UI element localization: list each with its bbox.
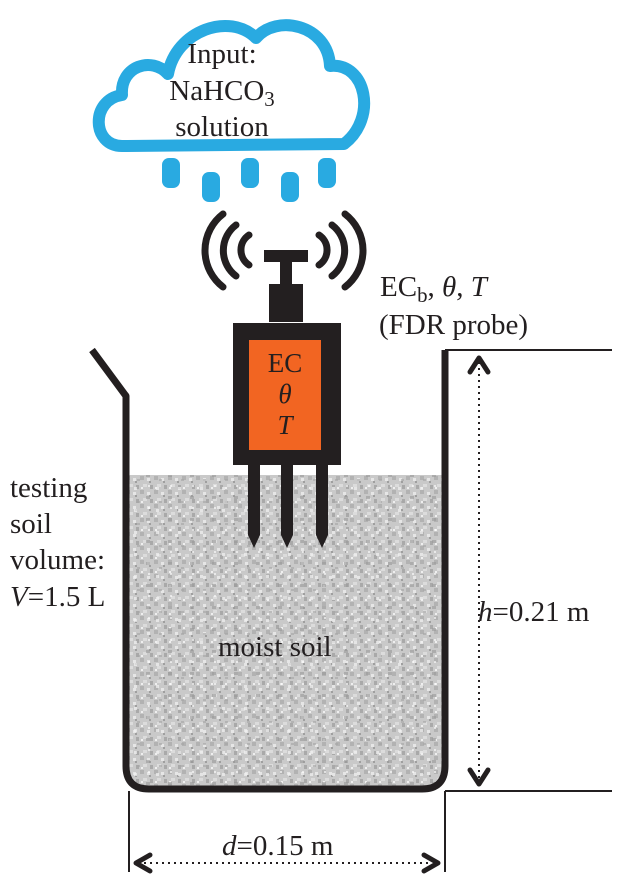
- volume-label-line3: volume:: [10, 544, 106, 576]
- chemical-formula-base: NaHCO: [169, 75, 265, 107]
- cloud-label-line1: Input:: [187, 38, 257, 70]
- separator: ,: [456, 271, 471, 303]
- volume-symbol: V: [10, 581, 28, 613]
- volume-value: V=1.5 L: [10, 583, 105, 612]
- diameter-label: d=0.15 m: [222, 832, 333, 861]
- height-number: =0.21 m: [492, 596, 590, 628]
- ec-subscript: b: [417, 282, 428, 307]
- cloud-label-line3: solution: [175, 111, 269, 143]
- probe-body-theta: θ: [278, 379, 292, 409]
- rain-drop: [281, 172, 299, 202]
- diameter-symbol: d: [222, 830, 237, 862]
- measurement-label: ECb, θ, T: [380, 273, 487, 306]
- soil-label: moist soil: [218, 631, 332, 663]
- height-dimension: [445, 349, 612, 792]
- probe-display: [249, 340, 321, 450]
- rain-drop: [241, 158, 259, 188]
- probe-body-ec: EC: [267, 348, 303, 378]
- soil-container: [89, 347, 449, 793]
- diameter-number: =0.15 m: [236, 830, 334, 862]
- diameter-dimension: [128, 791, 446, 874]
- soil-fill: [128, 475, 442, 787]
- rain-drops: [162, 158, 336, 202]
- height-symbol: h: [478, 596, 493, 628]
- rain-drop: [162, 158, 180, 188]
- volume-label-line2: soil: [10, 508, 52, 540]
- t-symbol: T: [470, 271, 487, 303]
- probe-body-t: T: [277, 410, 293, 440]
- height-label: h=0.21 m: [478, 598, 589, 627]
- rain-drop: [318, 158, 336, 188]
- wireless-signal-icon: [201, 210, 367, 291]
- cloud-icon: [92, 19, 371, 152]
- cloud-label-line2: NaHCO3: [112, 77, 332, 110]
- rain-drop: [202, 172, 220, 202]
- probe-device-label: (FDR probe): [379, 309, 529, 341]
- separator: ,: [427, 271, 442, 303]
- volume-number: =1.5 L: [27, 581, 106, 613]
- theta-symbol: θ: [442, 271, 457, 303]
- chemical-formula-subscript: 3: [264, 86, 275, 111]
- ec-symbol: EC: [380, 271, 418, 303]
- volume-label-line1: testing: [10, 472, 88, 504]
